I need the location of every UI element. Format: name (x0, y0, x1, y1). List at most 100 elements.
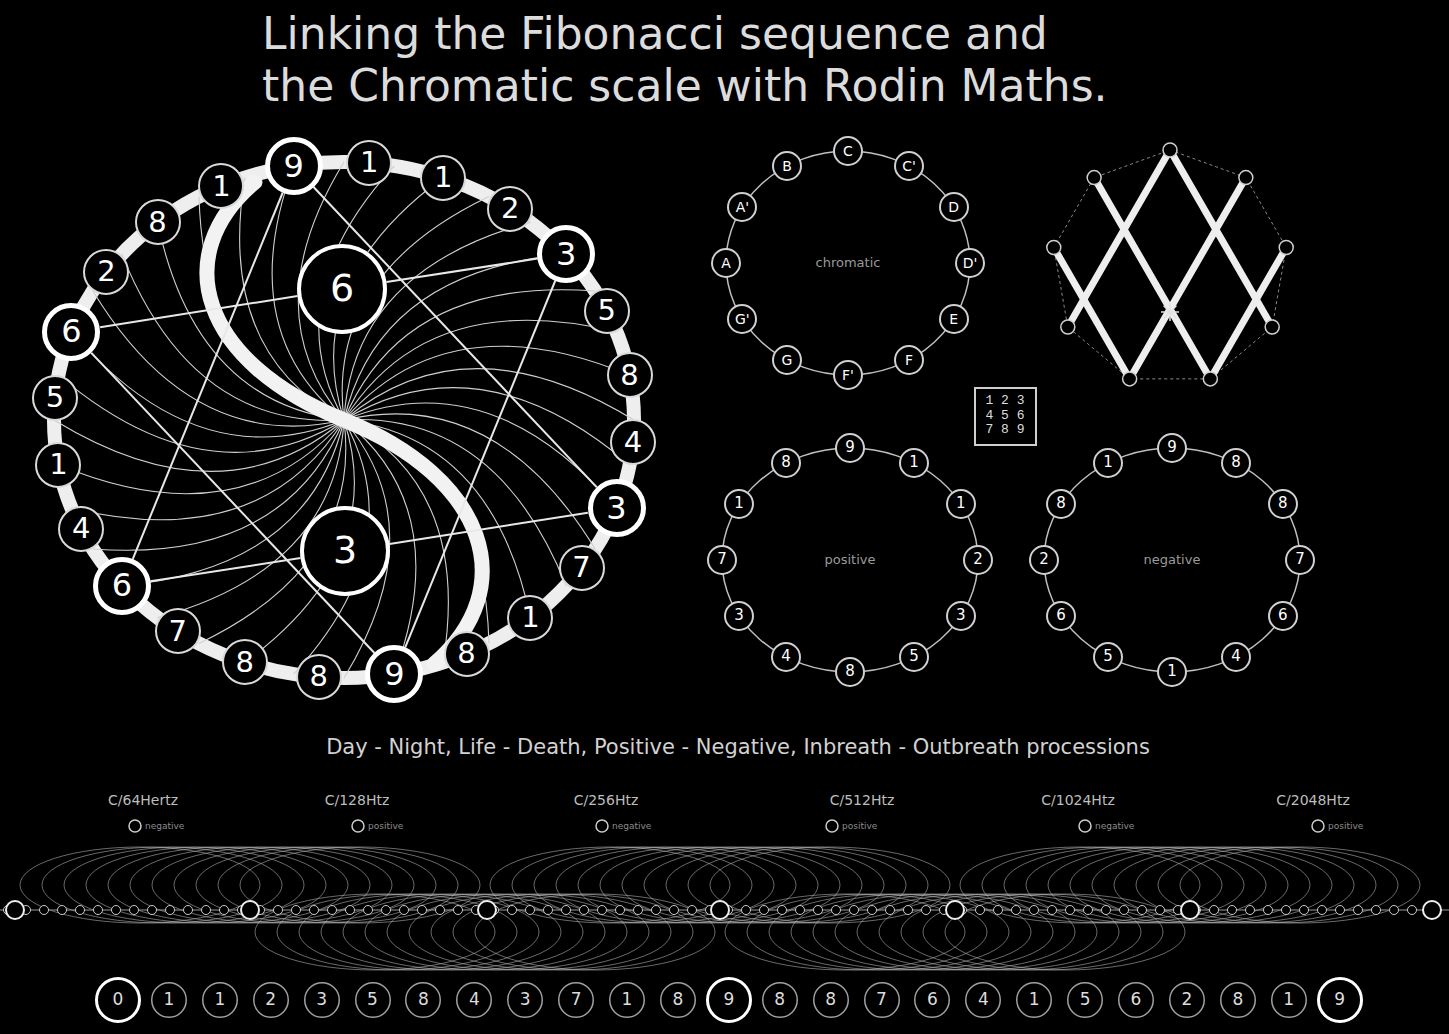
chain-bead (616, 906, 625, 915)
number-text: 6 (112, 567, 132, 604)
number-circle (1269, 602, 1297, 630)
number-circle (1158, 434, 1186, 462)
ring-digit: 2 (1029, 545, 1059, 575)
frequency-label: C/512Htz (830, 792, 895, 809)
wave-arc (879, 894, 1119, 970)
number-circle (559, 983, 594, 1018)
number-text: 3 (734, 607, 744, 624)
ring-digit: 8 (771, 448, 801, 478)
polarity-label: positive (368, 821, 403, 832)
wave-arc (578, 847, 818, 923)
sequence-number: 3 (304, 982, 340, 1018)
ring-number: 7 (155, 608, 201, 654)
sequence-number: 5 (1067, 982, 1103, 1018)
wave-arc (1114, 847, 1354, 923)
ring-note: F (894, 345, 924, 375)
chain-knot (946, 901, 964, 919)
ring-key-number: 3 (537, 225, 595, 283)
ring-key-number: 9 (365, 645, 423, 703)
chain-bead (562, 906, 571, 915)
chain-bead (184, 906, 193, 915)
number-circle (940, 305, 968, 333)
number-text: 1 (1283, 990, 1294, 1010)
chain-bead (1210, 906, 1219, 915)
ring-digit: 7 (707, 545, 737, 575)
number-circle (253, 983, 288, 1018)
number-circle (611, 420, 655, 464)
number-circle (508, 596, 552, 640)
sequence-number: 7 (864, 982, 900, 1018)
number-text: 8 (236, 646, 254, 679)
ring-number: 5 (584, 288, 630, 334)
number-circle (947, 602, 975, 630)
chain-bead (292, 906, 301, 915)
ring-number: 5 (32, 375, 78, 421)
number-circle (156, 609, 200, 653)
chord-line (150, 558, 300, 581)
polarity-label: positive (1328, 821, 1363, 832)
number-circle (1318, 979, 1361, 1022)
chain-bead (508, 906, 517, 915)
chain-bead (220, 906, 229, 915)
sequence-number: 4 (456, 982, 492, 1018)
wave-arc (152, 847, 392, 923)
chord-line (133, 193, 283, 559)
inner-number: 6 (297, 244, 387, 334)
number-text: 8 (672, 990, 683, 1010)
vertex-dot (1047, 241, 1061, 255)
chain-bead (1156, 906, 1165, 915)
spiral-line (344, 369, 634, 420)
number-text: 3 (333, 529, 357, 573)
number-text: 9 (283, 148, 303, 185)
wave-arc (835, 894, 1075, 970)
chain-bead (400, 906, 409, 915)
ring-title: chromatic (816, 256, 881, 271)
ring-digit: 9 (835, 433, 865, 463)
ring-digit: 7 (1285, 545, 1315, 575)
wave-arc (365, 894, 605, 970)
number-text: 8 (620, 359, 638, 392)
number-text: 8 (1056, 495, 1066, 512)
number-circle (368, 648, 421, 701)
number-circle (966, 983, 1001, 1018)
wave-arc (453, 894, 693, 970)
number-circle (95, 559, 148, 612)
wave-arc (791, 894, 1031, 970)
wave-arc (710, 847, 950, 923)
number-circle (347, 141, 391, 185)
number-circle (223, 640, 267, 684)
ring-note: G (772, 345, 802, 375)
chain-knot (6, 901, 24, 919)
ring-note: D' (955, 248, 985, 278)
wave-arc (42, 847, 282, 923)
number-text: 4 (469, 990, 480, 1010)
sequence-number: 8 (405, 982, 441, 1018)
note-text: G' (735, 311, 750, 327)
number-text: 5 (1080, 990, 1091, 1010)
number-text: 6 (927, 990, 938, 1010)
number-text: 8 (1232, 990, 1243, 1010)
ring-note: A' (727, 192, 757, 222)
ring-digit: 1 (724, 489, 754, 519)
number-grid: 1 2 3 4 5 6 7 8 9 (974, 387, 1037, 446)
number-circle (712, 249, 740, 277)
sequence-number: 1 (151, 982, 187, 1018)
wave-arc (218, 847, 458, 923)
ring-key-number: 9 (265, 137, 323, 195)
ring-key-number: 6 (42, 303, 100, 361)
ring-digit: 5 (1093, 642, 1123, 672)
nonagon-outline (1054, 150, 1286, 379)
note-text: C (843, 143, 853, 159)
ring-note: D (939, 192, 969, 222)
ring-digit: 2 (963, 545, 993, 575)
chain-bead (1228, 906, 1237, 915)
number-circle (772, 643, 800, 671)
ring-number: 1 (35, 442, 81, 488)
spiral-line (71, 332, 344, 437)
number-text: 2 (1181, 990, 1192, 1010)
wave-arc (108, 847, 348, 923)
number-text: 1 (434, 161, 452, 194)
chain-bead (580, 906, 589, 915)
chain-bead (1048, 906, 1057, 915)
